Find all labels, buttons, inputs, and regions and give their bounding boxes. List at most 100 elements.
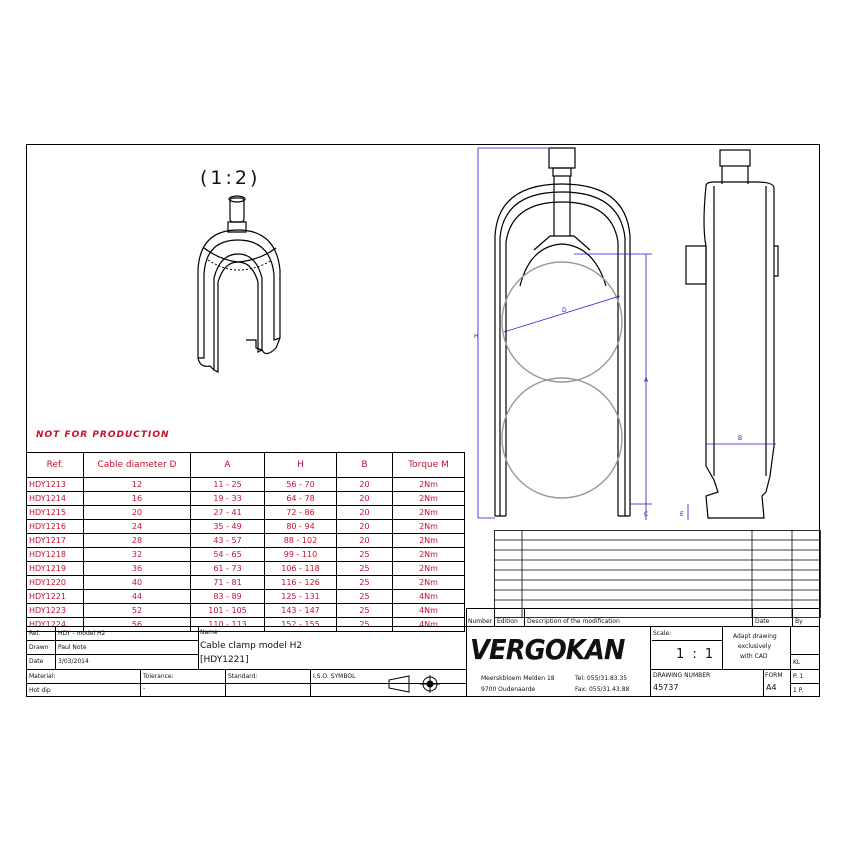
table-cell: 19 - 33 — [190, 491, 265, 506]
drawn-label: Drawn — [29, 644, 49, 651]
table-cell: 25 — [336, 603, 393, 618]
revision-grid — [494, 530, 821, 618]
table-cell: 106 - 118 — [264, 561, 337, 576]
cad-note-line2: exclusively — [738, 643, 772, 650]
table-cell: 4Nm — [392, 617, 465, 632]
tb-line — [524, 608, 525, 626]
date-label: Date — [29, 658, 44, 665]
table-cell: 4Nm — [392, 589, 465, 604]
not-for-production-notice: NOT FOR PRODUCTION — [36, 430, 170, 440]
page-number: P. 1 — [793, 673, 804, 680]
table-cell: HDY1221 — [26, 589, 84, 604]
dimension-table: Ref. Cable diameter D A H B Torque M HDY… — [26, 452, 465, 632]
tb-line — [26, 640, 198, 641]
table-cell: 116 - 126 — [264, 575, 337, 590]
table-cell: 20 — [336, 477, 393, 492]
tb-line — [752, 608, 753, 626]
tb-line — [790, 626, 791, 697]
column-header-h: H — [264, 452, 337, 478]
table-cell: 83 - 89 — [190, 589, 265, 604]
tb-line — [26, 669, 466, 670]
table-cell: 72 - 86 — [264, 505, 337, 520]
material-value: Hot dip — [29, 687, 51, 694]
table-cell: 152 - 155 — [264, 617, 337, 632]
view-scale-label: (1:2) — [200, 167, 261, 189]
drawn-value: Paul Note — [58, 644, 87, 651]
tb-line — [494, 608, 495, 626]
table-cell: 80 - 94 — [264, 519, 337, 534]
dim-c-label: C — [644, 511, 648, 518]
dim-d-label: D — [562, 307, 567, 314]
table-cell: HDY1219 — [26, 561, 84, 576]
ref-value: HDY - model H2 — [58, 630, 106, 637]
company-logo: VERGOKAN — [470, 633, 625, 666]
drawing-sheet-border — [26, 144, 820, 697]
table-cell: 52 — [83, 603, 191, 618]
rev-by-header: By — [795, 618, 803, 625]
date-value: 3/03/2014 — [58, 658, 89, 665]
column-header-cable-diameter: Cable diameter D — [83, 452, 191, 478]
table-cell: 40 — [83, 575, 191, 590]
tb-line — [652, 640, 722, 641]
dim-e-label: E — [680, 511, 684, 518]
table-cell: 20 — [336, 519, 393, 534]
dim-b-label: B — [738, 435, 742, 442]
table-cell: HDY1218 — [26, 547, 84, 562]
iso-symbol-label: I.S.O. SYMBOL — [313, 673, 356, 680]
tb-line — [792, 608, 793, 626]
drawing-number: 45737 — [653, 683, 679, 692]
column-header-b: B — [336, 452, 393, 478]
table-cell: HDY1213 — [26, 477, 84, 492]
rev-edition-header: Edition — [497, 618, 518, 625]
table-cell: 143 - 147 — [264, 603, 337, 618]
drawing-number-label: DRAWING NUMBER — [653, 672, 711, 679]
table-cell: 20 — [83, 505, 191, 520]
company-fax: Fax: 055/31.43.88 — [575, 686, 630, 693]
table-cell: 43 - 57 — [190, 533, 265, 548]
table-cell: 11 - 25 — [190, 477, 265, 492]
table-cell: 16 — [83, 491, 191, 506]
scale-value: 1 : 1 — [676, 647, 716, 662]
tb-line — [466, 608, 467, 697]
table-cell: 25 — [336, 617, 393, 632]
tb-line — [466, 608, 820, 609]
table-cell: HDY1217 — [26, 533, 84, 548]
name-label: Name — [200, 629, 218, 636]
cad-note-line1: Adapt drawing — [733, 633, 777, 640]
table-cell: 25 — [336, 589, 393, 604]
rev-number-header: Number — [468, 618, 493, 625]
front-view-drawing: H A D C — [474, 147, 652, 520]
page-count: 1 P. — [793, 687, 804, 694]
column-header-torque: Torque M — [392, 452, 465, 478]
part-name-line1: Cable clamp model H2 — [200, 641, 303, 651]
standard-label: Standard: — [228, 673, 258, 680]
table-cell: 125 - 131 — [264, 589, 337, 604]
table-cell: HDY1223 — [26, 603, 84, 618]
table-cell: 88 - 102 — [264, 533, 337, 548]
column-header-ref: Ref. — [26, 452, 84, 478]
table-cell: 25 — [336, 575, 393, 590]
table-cell: 2Nm — [392, 505, 465, 520]
table-cell: 99 - 110 — [264, 547, 337, 562]
table-cell: 28 — [83, 533, 191, 548]
table-cell: 56 - 70 — [264, 477, 337, 492]
table-cell: 44 — [83, 589, 191, 604]
tolerance-value: - — [143, 685, 146, 692]
table-cell: 25 — [336, 561, 393, 576]
table-cell: 101 - 105 — [190, 603, 265, 618]
table-cell: 35 - 49 — [190, 519, 265, 534]
tb-line — [26, 683, 466, 684]
tb-line — [763, 669, 764, 697]
table-cell: 2Nm — [392, 533, 465, 548]
table-cell: 20 — [336, 505, 393, 520]
tb-line — [225, 669, 226, 697]
tb-line — [26, 654, 198, 655]
